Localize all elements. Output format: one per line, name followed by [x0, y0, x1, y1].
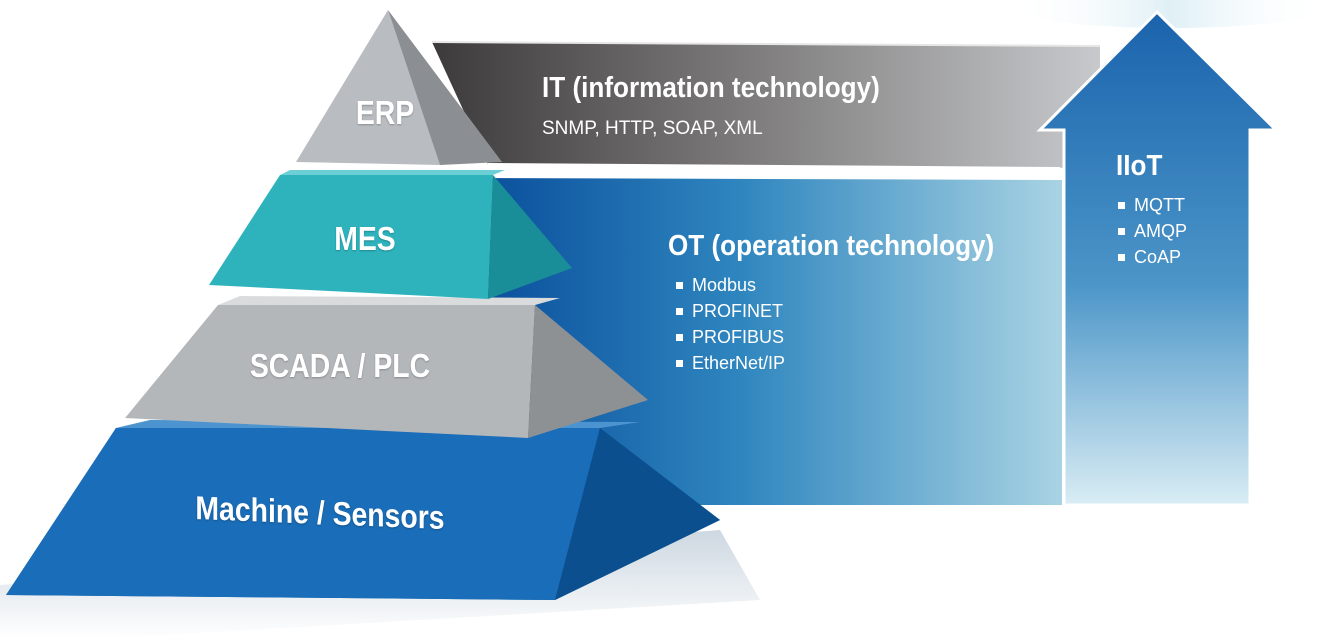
layer-mes-front	[209, 175, 493, 299]
layer-mes-label: MES	[334, 220, 396, 257]
ot-band-title: OT (operation technology)	[668, 230, 995, 262]
layer-erp-label: ERP	[355, 94, 415, 131]
iiot-protocol-list: MQTT AMQP CoAP	[1116, 192, 1187, 270]
layer-erp-side	[388, 10, 502, 165]
it-band-title: IT (information technology)	[542, 72, 880, 104]
layer-mes-top	[280, 170, 505, 175]
glow-top-right	[1010, 0, 1330, 28]
ot-protocol-item: PROFINET	[674, 298, 785, 324]
iiot-protocol-item: CoAP	[1116, 244, 1187, 270]
it-band	[432, 42, 1100, 168]
iiot-protocol-item: AMQP	[1116, 218, 1187, 244]
layer-scada-side	[528, 305, 648, 438]
it-band-protocols: SNMP, HTTP, SOAP, XML	[542, 118, 763, 139]
ot-protocol-item: EtherNet/IP	[674, 350, 785, 376]
layer-mes-side	[488, 175, 572, 299]
layer-machine-side	[555, 428, 720, 600]
iiot-protocol-item: MQTT	[1116, 192, 1187, 218]
layer-scada-label: SCADA / PLC	[249, 347, 431, 384]
iiot-arrow	[1036, 9, 1280, 507]
ot-protocol-list: Modbus PROFINET PROFIBUS EtherNet/IP	[674, 272, 785, 376]
layer-machine-front	[6, 428, 600, 600]
layer-erp-front	[296, 10, 440, 165]
layer-scada-front	[125, 305, 535, 438]
iiot-title: IIoT	[1116, 150, 1163, 182]
ot-protocol-item: PROFIBUS	[674, 324, 785, 350]
ot-protocol-item: Modbus	[674, 272, 785, 298]
